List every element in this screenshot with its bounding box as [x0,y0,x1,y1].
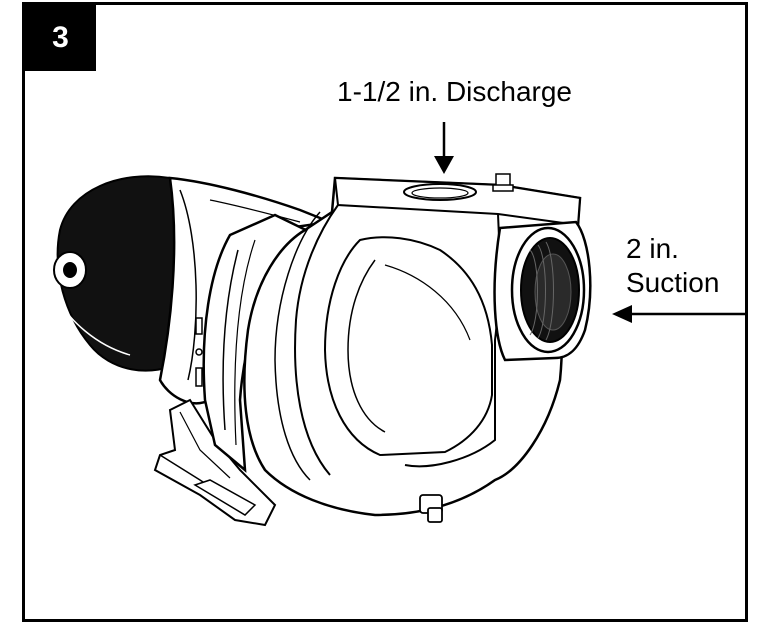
arrow-left-icon [612,305,746,323]
discharge-label: 1-1/2 in. Discharge [337,76,573,107]
suction-label: 2 in. Suction [626,232,746,300]
step-number-badge: 3 [25,5,96,71]
mounting-base [153,398,277,527]
suction-label-text: Suction [626,267,720,298]
pump-illustration [53,122,746,527]
arrow-down-icon [434,122,454,174]
suction-label-size: 2 in. [626,233,679,264]
suction-inlet [493,220,592,362]
